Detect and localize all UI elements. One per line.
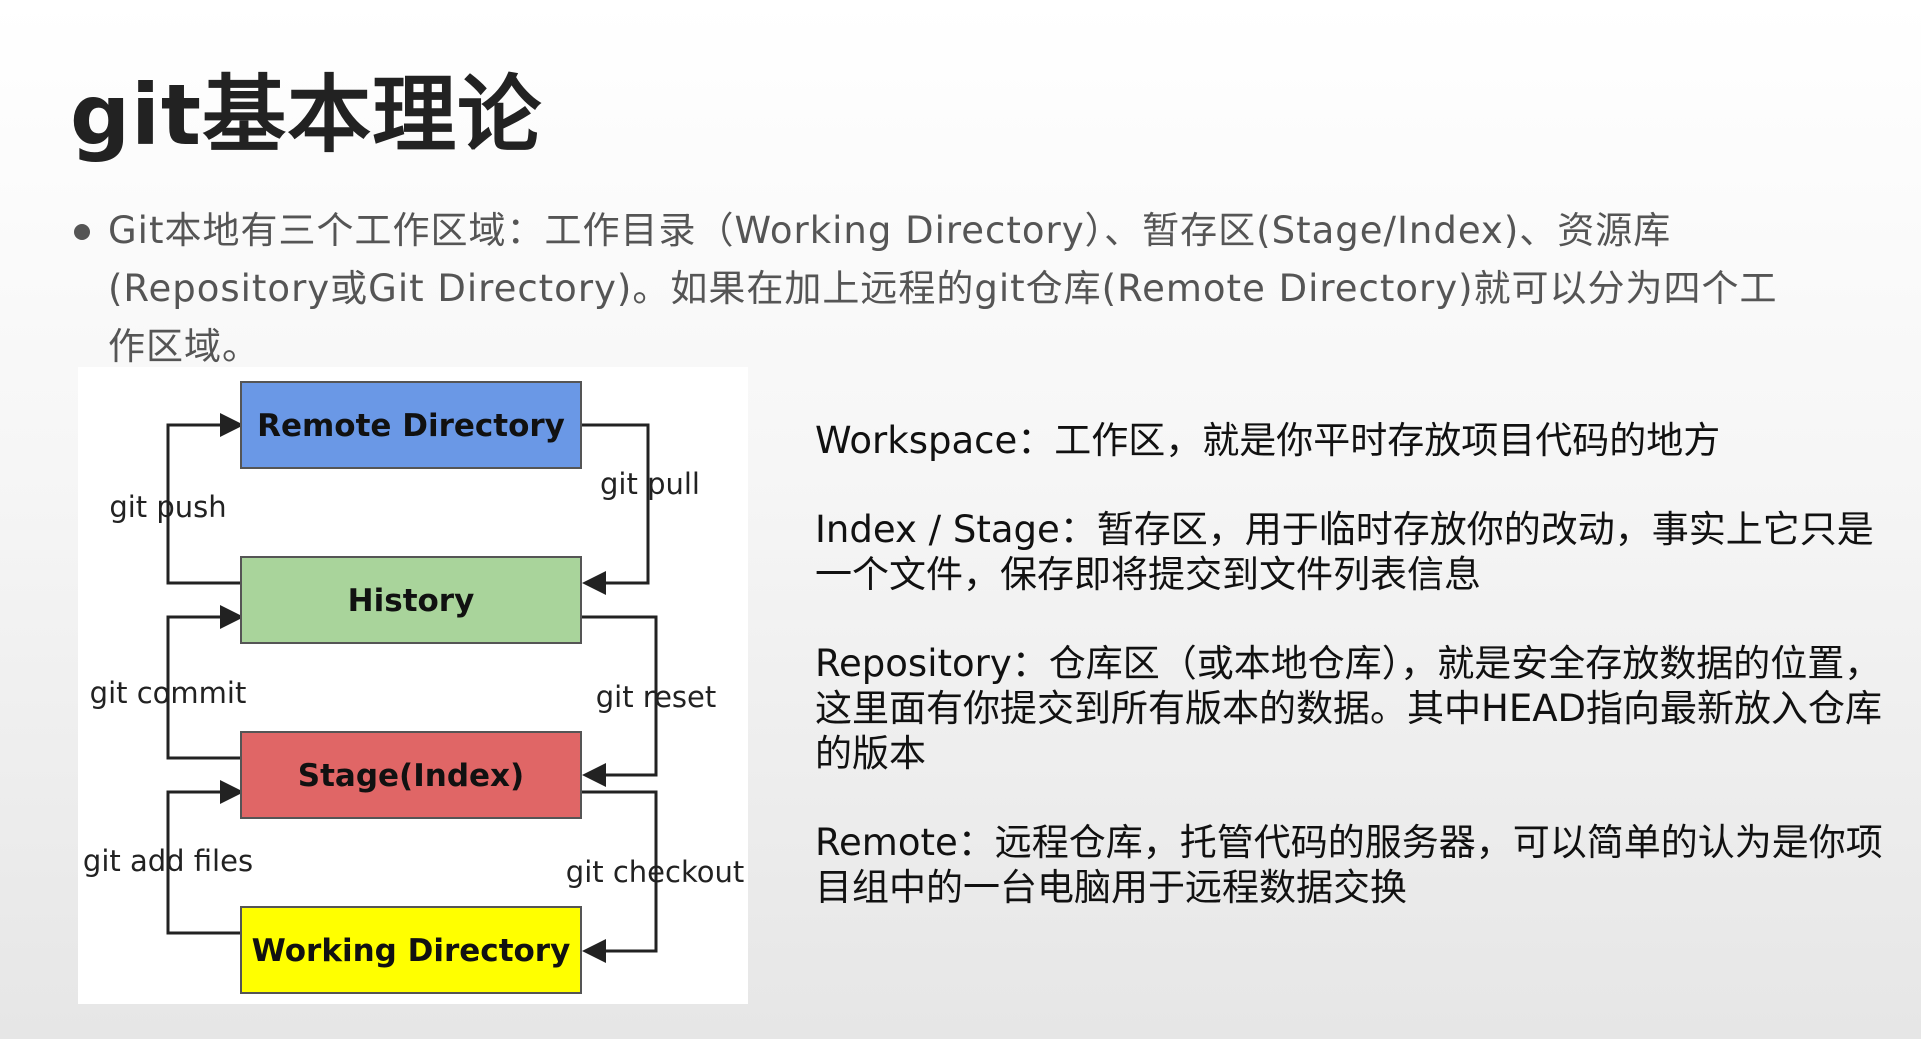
intro-bullet: Git本地有三个工作区域：工作目录（Working Directory）、暂存区… bbox=[70, 202, 1790, 376]
stage-index-label: Stage(Index) bbox=[298, 758, 524, 794]
intro-text: Git本地有三个工作区域：工作目录（Working Directory）、暂存区… bbox=[108, 209, 1778, 368]
bullet-dot-icon bbox=[74, 224, 90, 240]
git-add-arrow bbox=[166, 780, 248, 935]
history-box bbox=[240, 556, 582, 644]
git-reset-arrow bbox=[580, 615, 658, 787]
working-directory-box bbox=[240, 906, 582, 994]
index-stage-description: Index / Stage：暂存区，用于临时存放你的改动，事实上它只是一个文件，… bbox=[815, 508, 1874, 596]
working-directory-label: Working Directory bbox=[252, 933, 571, 969]
git-pull-label: git pull bbox=[600, 467, 700, 501]
remote-description: Remote：远程仓库，托管代码的服务器，可以简单的认为是你项目组中的一台电脑用… bbox=[815, 821, 1883, 909]
git-push-arrow bbox=[166, 413, 248, 585]
history-label: History bbox=[348, 583, 475, 619]
git-workflow-diagram: Remote Directory History Stage(Index) Wo… bbox=[78, 367, 748, 1004]
remote-directory-label: Remote Directory bbox=[257, 408, 565, 444]
git-commit-label: git commit bbox=[90, 676, 247, 710]
repository-description: Repository：仓库区（或本地仓库），就是安全存放数据的位置，这里面有你提… bbox=[815, 642, 1883, 775]
git-checkout-label: git checkout bbox=[566, 855, 744, 889]
git-pull-arrow bbox=[580, 423, 650, 595]
git-reset-label: git reset bbox=[596, 680, 717, 714]
git-workflow-svg: Remote Directory History Stage(Index) Wo… bbox=[83, 381, 744, 994]
git-checkout-arrow bbox=[580, 790, 658, 963]
page-title: git基本理论 bbox=[70, 66, 543, 164]
git-commit-arrow bbox=[166, 605, 248, 760]
git-push-label: git push bbox=[109, 490, 226, 524]
workspace-description: Workspace：工作区，就是你平时存放项目代码的地方 bbox=[815, 419, 1721, 462]
remote-directory-box bbox=[240, 381, 582, 469]
stage-index-box bbox=[240, 731, 582, 819]
git-add-label: git add files bbox=[83, 844, 253, 878]
area-descriptions: Workspace：工作区，就是你平时存放项目代码的地方 Index / Sta… bbox=[815, 418, 1895, 954]
